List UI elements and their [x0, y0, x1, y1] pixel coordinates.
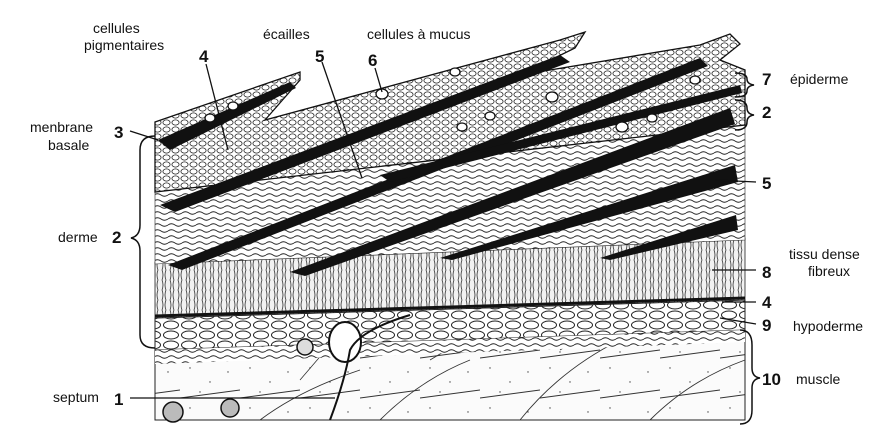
label-muscle: muscle: [796, 371, 841, 387]
label-derme: derme: [58, 229, 98, 245]
label-membrane-1: menbrane: [30, 119, 93, 135]
label-cellules-pigmentaires-1: cellules: [93, 20, 140, 36]
number-10: 10: [762, 370, 781, 389]
number-3: 3: [114, 123, 123, 142]
number-9: 9: [762, 316, 771, 335]
brace-derme: [131, 136, 155, 348]
number-8: 8: [762, 263, 771, 282]
label-septum: septum: [53, 389, 99, 405]
label-cellules-mucus: cellules à mucus: [367, 26, 471, 42]
number-1: 1: [114, 390, 123, 409]
label-cellules-pigmentaires-2: pigmentaires: [84, 37, 164, 53]
label-epiderme: épiderme: [790, 71, 849, 87]
number-4-right: 4: [762, 293, 772, 312]
label-hypoderme: hypoderme: [793, 318, 863, 334]
number-2-left: 2: [112, 228, 121, 247]
number-4-top: 4: [199, 47, 209, 66]
label-tissu-dense-2: fibreux: [808, 263, 850, 279]
number-7: 7: [762, 70, 771, 89]
number-5-top: 5: [315, 47, 324, 66]
label-ecailles: écailles: [263, 26, 310, 42]
number-6: 6: [368, 51, 377, 70]
label-tissu-dense-1: tissu dense: [789, 246, 860, 262]
label-membrane-2: basale: [48, 137, 89, 153]
number-5-right: 5: [762, 174, 771, 193]
number-2-right: 2: [762, 103, 771, 122]
